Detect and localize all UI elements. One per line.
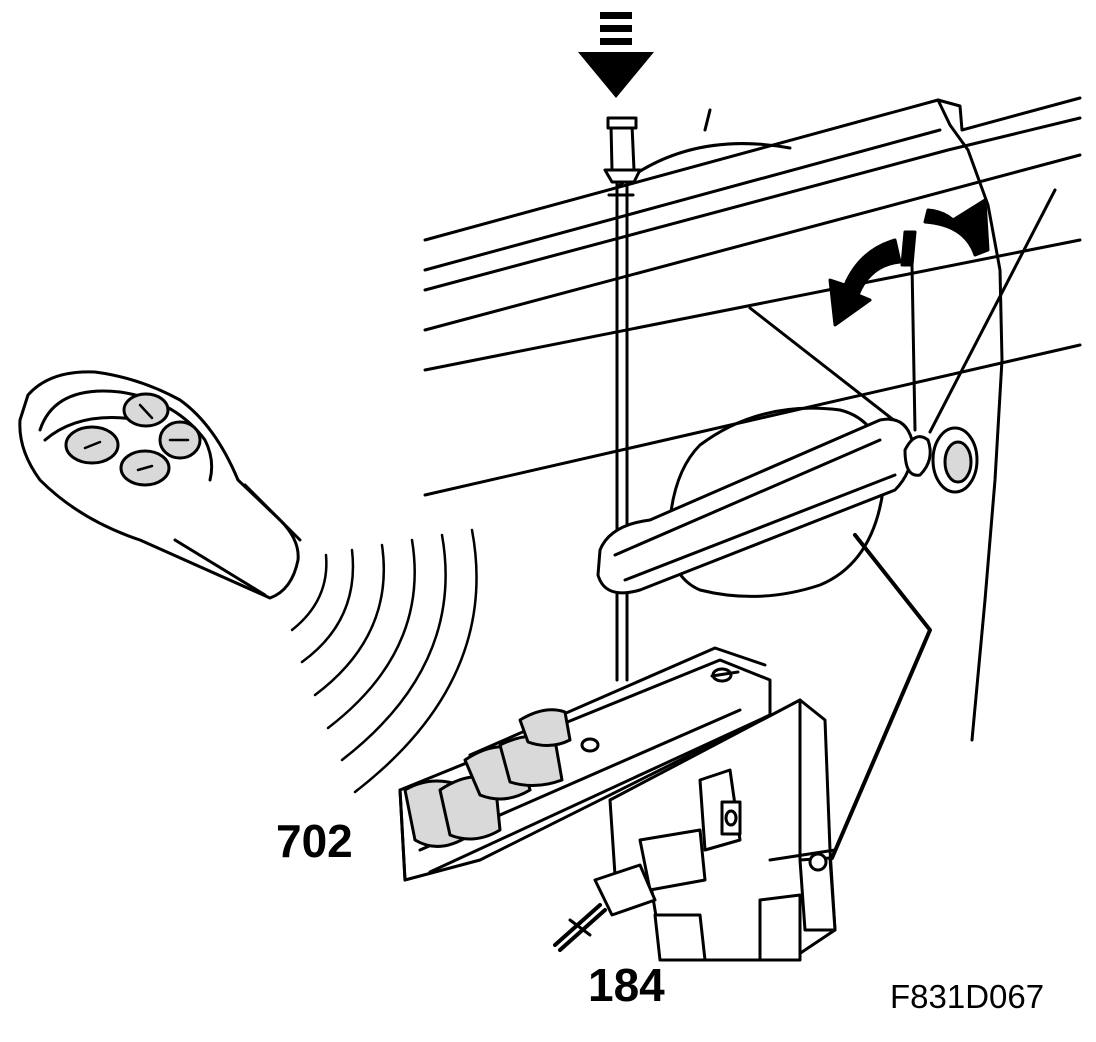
unlock-icon: [85, 405, 188, 470]
lock-button-rod: [605, 118, 640, 680]
door-panel: [425, 98, 1080, 740]
door-handle: [598, 408, 912, 596]
callout-184: 184: [588, 959, 665, 1011]
handle-link-rod: [832, 535, 930, 858]
key-cylinder: [905, 428, 977, 492]
push-down-arrow-icon: [578, 12, 654, 98]
figure-code: F831D067: [890, 978, 1045, 1015]
lock-connector: [555, 865, 655, 950]
door-lock-unit: [610, 700, 835, 960]
rotate-left-arrow-icon: [830, 240, 900, 325]
callout-702: 702: [276, 815, 353, 867]
rotate-right-arrow-icon: [902, 200, 988, 265]
remote-signal-waves: [292, 530, 477, 792]
window-switch-buttons: [405, 710, 570, 847]
